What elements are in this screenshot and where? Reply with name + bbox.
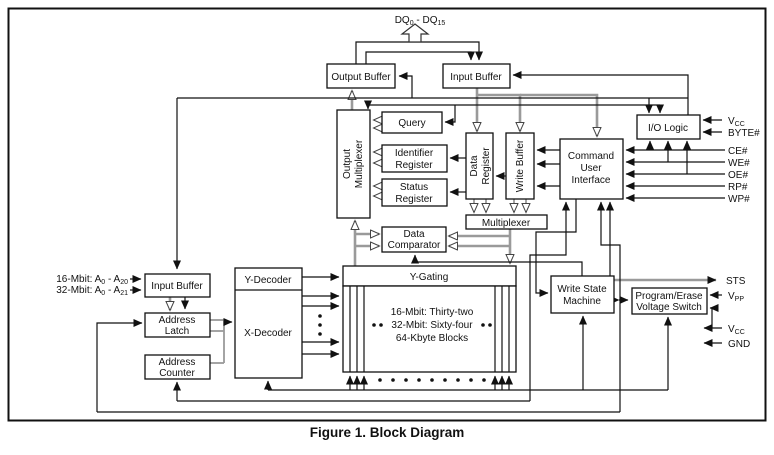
svg-text:Query: Query (398, 118, 425, 129)
svg-text:Output: Output (342, 149, 353, 179)
svg-text:Program/Erase: Program/Erase (635, 291, 703, 302)
we-pin-label: WE# (728, 158, 750, 169)
svg-text:Y-Gating: Y-Gating (410, 272, 449, 283)
svg-text:Address: Address (159, 357, 196, 368)
block-program-erase-voltage-switch: Program/Erase Voltage Switch (631, 287, 708, 315)
dq-bus-arrow-icon (400, 23, 430, 43)
vcc-bottom-pin-label: VCC (728, 324, 745, 336)
svg-text:Machine: Machine (563, 296, 601, 307)
svg-text:Register: Register (481, 147, 492, 185)
wp-pin-label: WP# (728, 194, 750, 205)
block-input-buffer-left: Input Buffer (144, 273, 211, 298)
blocks: Output Buffer Input Buffer Output Multip… (144, 63, 708, 380)
block-y-gating: Y-Gating (342, 265, 517, 287)
svg-text:Input Buffer: Input Buffer (151, 281, 203, 292)
svg-text:Interface: Interface (572, 175, 611, 186)
svg-text:I/O Logic: I/O Logic (648, 123, 688, 134)
gnd-pin-label: GND (728, 339, 750, 350)
rp-pin-label: RP# (728, 182, 748, 193)
svg-text:Command: Command (568, 151, 614, 162)
svg-text:32-Mbit: Sixty-four: 32-Mbit: Sixty-four (391, 320, 473, 331)
block-write-state-machine: Write State Machine (550, 275, 615, 314)
svg-text:Write Buffer: Write Buffer (515, 139, 526, 192)
block-write-buffer: Write Buffer (505, 132, 535, 200)
svg-text:Comparator: Comparator (388, 240, 441, 251)
block-identifier-register: Identifier Register (381, 144, 448, 173)
signal-wires (96, 41, 725, 413)
svg-text:Data: Data (469, 155, 480, 177)
ce-pin-label: CE# (728, 146, 748, 157)
address-input-label-16mbit: 16-Mbit: A0 - A20 (56, 274, 128, 286)
address-input-label-32mbit: 32-Mbit: A0 - A21 (56, 285, 128, 297)
block-data-register: Data Register (465, 132, 494, 200)
block-input-buffer-top: Input Buffer (442, 63, 511, 89)
block-command-user-interface: Command User Interface (559, 138, 624, 200)
vcc-top-pin-label: VCC (728, 116, 745, 128)
block-data-comparator: Data Comparator (381, 226, 447, 253)
block-decoders: Y-Decoder X-Decoder (234, 267, 322, 379)
gray-data-paths (170, 88, 717, 364)
svg-text:Write State: Write State (557, 284, 607, 295)
svg-text:Counter: Counter (159, 368, 195, 379)
svg-text:Identifier: Identifier (395, 148, 434, 159)
pin-labels: DQ0 - DQ15 VCC BYTE# CE# WE# OE# RP# WP#… (56, 15, 760, 350)
sts-pin-label: STS (726, 276, 746, 287)
svg-text:Address: Address (159, 315, 196, 326)
svg-text:Register: Register (395, 160, 433, 171)
svg-text:Output Buffer: Output Buffer (331, 72, 391, 83)
dq-pin-label: DQ0 - DQ15 (395, 15, 446, 27)
block-address-latch: Address Latch (144, 312, 211, 338)
svg-text:Voltage Switch: Voltage Switch (636, 302, 702, 313)
svg-text:Y-Decoder: Y-Decoder (245, 275, 293, 286)
block-io-logic: I/O Logic (636, 114, 701, 140)
block-multiplexer: Multiplexer (465, 214, 548, 230)
svg-text:16-Mbit: Thirty-two: 16-Mbit: Thirty-two (391, 307, 474, 318)
svg-text:Input Buffer: Input Buffer (450, 72, 502, 83)
block-query: Query (381, 111, 443, 134)
svg-text:Multiplexer: Multiplexer (482, 218, 531, 229)
svg-text:Multiplexer: Multiplexer (354, 139, 365, 188)
vpp-pin-label: VPP (728, 291, 744, 303)
block-output-multiplexer: Output Multiplexer (336, 109, 371, 219)
block-memory-array: 16-Mbit: Thirty-two 32-Mbit: Sixty-four … (342, 285, 517, 373)
svg-text:User: User (580, 163, 602, 174)
oe-pin-label: OE# (728, 170, 748, 181)
block-status-register: Status Register (381, 178, 448, 207)
figure-caption: Figure 1. Block Diagram (310, 425, 465, 440)
svg-text:Latch: Latch (165, 326, 189, 337)
byte-pin-label: BYTE# (728, 128, 760, 139)
block-output-buffer: Output Buffer (326, 63, 396, 89)
svg-text:64-Kbyte Blocks: 64-Kbyte Blocks (396, 333, 468, 344)
svg-text:X-Decoder: X-Decoder (244, 328, 292, 339)
svg-text:Data: Data (403, 229, 425, 240)
svg-text:Status: Status (400, 182, 428, 193)
block-address-counter: Address Counter (144, 354, 211, 380)
array-continuation-dots (378, 378, 486, 382)
svg-text:Register: Register (395, 194, 433, 205)
